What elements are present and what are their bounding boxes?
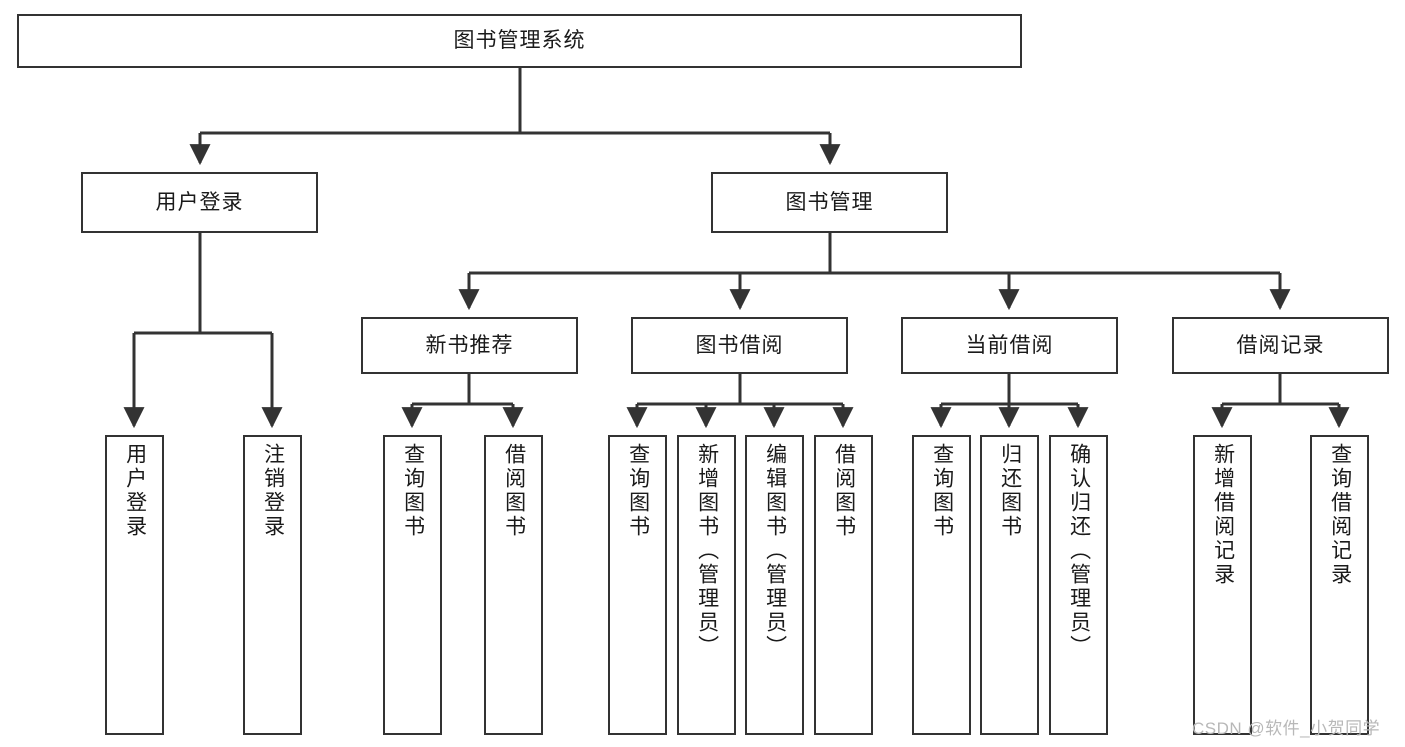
node-book-management-label: 图书管理 — [785, 190, 874, 214]
node-leaf-query-book-1[interactable]: 查询图书 — [383, 435, 442, 735]
node-book-borrow-label: 图书借阅 — [695, 333, 784, 357]
csdn-watermark: CSDN @软件_小贺同学 — [1192, 719, 1381, 738]
node-leaf-add-record[interactable]: 新增借阅记录 — [1193, 435, 1252, 735]
node-current-borrow-label: 当前借阅 — [965, 333, 1054, 357]
node-leaf-query-book-2[interactable]: 查询图书 — [608, 435, 667, 735]
node-leaf-borrow-book-2[interactable]: 借阅图书 — [814, 435, 873, 735]
node-leaf-user-login[interactable]: 用户登录 — [105, 435, 164, 735]
node-root-label: 图书管理系统 — [453, 29, 586, 53]
node-leaf-edit-book[interactable]: 编辑图书（管理员） — [745, 435, 804, 735]
node-leaf-confirm-return[interactable]: 确认归还（管理员） — [1049, 435, 1108, 735]
node-new-book-recommend[interactable]: 新书推荐 — [361, 317, 578, 374]
node-leaf-query-book-3-label: 查询图书 — [930, 443, 954, 539]
node-user-login-label: 用户登录 — [155, 190, 244, 214]
node-leaf-borrow-book-1-label: 借阅图书 — [502, 443, 526, 539]
node-root[interactable]: 图书管理系统 — [17, 14, 1022, 68]
node-book-borrow[interactable]: 图书借阅 — [631, 317, 848, 374]
node-leaf-logout-login[interactable]: 注销登录 — [243, 435, 302, 735]
node-leaf-query-book-3[interactable]: 查询图书 — [912, 435, 971, 735]
node-leaf-return-book[interactable]: 归还图书 — [980, 435, 1039, 735]
node-leaf-edit-book-label: 编辑图书（管理员） — [763, 443, 787, 659]
node-leaf-return-book-label: 归还图书 — [998, 443, 1022, 539]
node-leaf-add-record-label: 新增借阅记录 — [1211, 443, 1235, 587]
node-user-login[interactable]: 用户登录 — [81, 172, 318, 233]
node-leaf-confirm-return-label: 确认归还（管理员） — [1067, 443, 1091, 659]
node-leaf-logout-login-label: 注销登录 — [261, 443, 285, 539]
node-leaf-borrow-book-1[interactable]: 借阅图书 — [484, 435, 543, 735]
node-leaf-query-book-1-label: 查询图书 — [401, 443, 425, 539]
node-leaf-query-book-2-label: 查询图书 — [626, 443, 650, 539]
node-borrow-record[interactable]: 借阅记录 — [1172, 317, 1389, 374]
node-current-borrow[interactable]: 当前借阅 — [901, 317, 1118, 374]
node-leaf-add-book-label: 新增图书（管理员） — [695, 443, 719, 659]
node-book-management[interactable]: 图书管理 — [711, 172, 948, 233]
node-new-book-recommend-label: 新书推荐 — [425, 333, 514, 357]
node-leaf-add-book[interactable]: 新增图书（管理员） — [677, 435, 736, 735]
node-leaf-user-login-label: 用户登录 — [123, 443, 147, 539]
node-leaf-borrow-book-2-label: 借阅图书 — [832, 443, 856, 539]
node-leaf-query-record-label: 查询借阅记录 — [1328, 443, 1352, 587]
node-leaf-query-record[interactable]: 查询借阅记录 — [1310, 435, 1369, 735]
node-borrow-record-label: 借阅记录 — [1236, 333, 1325, 357]
